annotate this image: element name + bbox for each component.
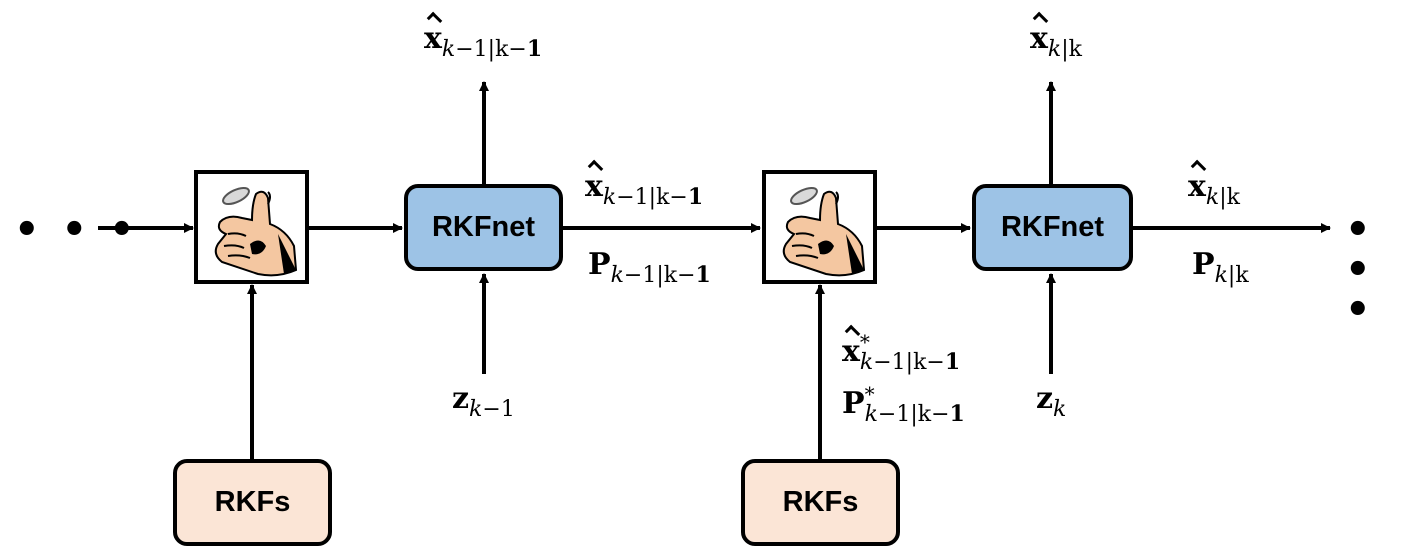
label-x-hat-output-1: xk−1|k−1 xyxy=(424,21,543,62)
rkfs-block-1: RKFs xyxy=(173,459,332,546)
label-x-hat-mid-2: xk|k xyxy=(1188,169,1240,210)
label-x-hat-mid-1: xk−1|k−1 xyxy=(585,169,704,210)
label-x-hat-star: x*k−1|k−1 xyxy=(842,330,961,375)
switch-block-2 xyxy=(762,170,877,284)
label-x-hat-output-2: xk|k xyxy=(1030,21,1082,62)
label-z-input-1: zk−1 xyxy=(452,381,515,422)
label-z-input-2: zk xyxy=(1036,381,1067,422)
rkfnet-block-1: RKFnet xyxy=(404,184,563,271)
coin-flip-hand-icon xyxy=(214,186,298,277)
label-p-mid-1: Pk−1|k−1 xyxy=(588,247,711,288)
ellipsis-left: • • • xyxy=(14,207,139,253)
ellipsis-right: • • • xyxy=(1345,207,1375,333)
label-p-mid-2: Pk|k xyxy=(1192,247,1249,288)
label-p-star: P*k−1|k−1 xyxy=(842,382,965,427)
coin-flip-hand-icon xyxy=(782,186,866,277)
rkfnet-block-2: RKFnet xyxy=(972,184,1133,271)
switch-block-1 xyxy=(194,170,309,284)
rkfs-block-2: RKFs xyxy=(741,459,900,546)
